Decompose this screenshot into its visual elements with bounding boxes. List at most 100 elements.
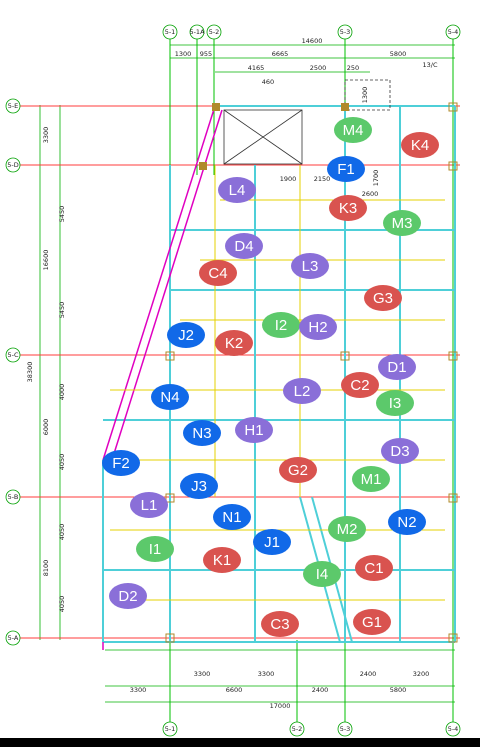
- axis-label: 5-B: [8, 493, 19, 501]
- zone-badge-label: F1: [337, 161, 355, 178]
- dimension-label: 5800: [390, 686, 407, 694]
- axis-label: 5-4: [448, 725, 459, 733]
- axis-label: 5-1: [165, 725, 176, 733]
- zone-badge-k1: K1: [203, 547, 241, 573]
- zone-badge-label: N1: [222, 509, 241, 526]
- zone-badge-c2: C2: [341, 372, 379, 398]
- axis-label: 5-2: [292, 725, 303, 733]
- zone-badge-label: D1: [387, 359, 406, 376]
- zone-badge-label: F2: [112, 455, 130, 472]
- dimension-label: 2600: [362, 190, 379, 198]
- axis-grid: [20, 32, 460, 730]
- dimension-lines: [39, 44, 455, 703]
- zone-badge-i3: I3: [376, 390, 414, 416]
- axis-bubble-left: 5-B: [5, 489, 21, 505]
- bottom-bar: [0, 738, 480, 747]
- site-boundary: [102, 105, 223, 650]
- dimension-label: 1700: [372, 170, 380, 187]
- dimension-label: 14600: [302, 37, 323, 45]
- zone-badge-l2: L2: [283, 378, 321, 404]
- dimension-label: 2400: [360, 670, 377, 678]
- zone-badge-label: C1: [364, 560, 383, 577]
- axis-bubble-top: 5-2: [206, 24, 222, 40]
- zone-badge-l3: L3: [291, 253, 329, 279]
- axis-bubble-top: 5-1A: [189, 24, 205, 40]
- zone-badge-i1: I1: [136, 536, 174, 562]
- zone-badge-label: I3: [389, 395, 402, 412]
- axis-bubble-left: 5-A: [5, 630, 21, 646]
- axis-label: 5-A: [8, 634, 19, 642]
- zone-badge-label: J3: [191, 478, 207, 495]
- zone-badge-label: N4: [160, 389, 179, 406]
- zone-badge-label: N3: [192, 425, 211, 442]
- zone-badge-g1: G1: [353, 609, 391, 635]
- dimension-label: 3300: [42, 127, 50, 144]
- dimension-label: 2150: [314, 175, 331, 183]
- axis-bubble-bottom: 5-2: [289, 721, 305, 737]
- zone-badge-m2: M2: [328, 516, 366, 542]
- dimension-label: 4050: [58, 524, 66, 541]
- zone-badge-n2: N2: [388, 509, 426, 535]
- zone-badge-m3: M3: [383, 210, 421, 236]
- zone-badge-label: C4: [208, 265, 227, 282]
- zone-badge-label: D4: [234, 238, 253, 255]
- zone-badge-n3: N3: [183, 420, 221, 446]
- axis-label: 5-C: [7, 351, 18, 359]
- zone-badge-d3: D3: [381, 438, 419, 464]
- dimension-label: 1300: [361, 87, 369, 104]
- zone-badge-h2: H2: [299, 314, 337, 340]
- dimension-label: 38300: [26, 362, 34, 383]
- axis-label: 5-3: [340, 725, 351, 733]
- zone-badge-i4: I4: [303, 561, 341, 587]
- zone-badge-n4: N4: [151, 384, 189, 410]
- zone-badge-label: L4: [229, 182, 246, 199]
- zone-badge-label: H2: [308, 319, 327, 336]
- zone-badge-label: I2: [275, 317, 288, 334]
- zone-badge-label: C2: [350, 377, 369, 394]
- dimension-label: 17000: [270, 702, 291, 710]
- zone-badge-j2: J2: [167, 322, 205, 348]
- zone-badge-label: L2: [294, 383, 311, 400]
- dimension-label: 1300: [175, 50, 192, 58]
- beam-outline: [102, 105, 456, 643]
- zone-badge-label: G2: [288, 462, 308, 479]
- dimension-label: 3300: [258, 670, 275, 678]
- axis-label: 5-E: [8, 102, 19, 110]
- shaft-opening: [223, 79, 391, 165]
- zone-badge-g2: G2: [279, 457, 317, 483]
- zone-badge-label: D2: [118, 588, 137, 605]
- zone-badge-k2: K2: [215, 330, 253, 356]
- zone-badge-h1: H1: [235, 417, 273, 443]
- zone-badge-label: M2: [337, 521, 358, 538]
- dimension-label: 955: [200, 50, 212, 58]
- axis-label: 5-3: [340, 28, 351, 36]
- axis-bubble-bottom: 5-3: [337, 721, 353, 737]
- zone-badge-label: H1: [244, 422, 263, 439]
- zone-badge-c3: C3: [261, 611, 299, 637]
- axis-label: 5-1A: [189, 28, 205, 36]
- dimension-label: 5450: [58, 302, 66, 319]
- dimension-label: 5450: [58, 206, 66, 223]
- zone-badge-m1: M1: [352, 466, 390, 492]
- zone-badge-l1: L1: [130, 492, 168, 518]
- zone-badge-label: L3: [302, 258, 319, 275]
- zone-badge-d1: D1: [378, 354, 416, 380]
- dimension-label: 8100: [42, 560, 50, 577]
- zone-badge-label: M4: [343, 122, 364, 139]
- axis-bubble-top: 5-1: [162, 24, 178, 40]
- dimension-label: 3300: [130, 686, 147, 694]
- zone-badge-label: I1: [149, 541, 162, 558]
- zone-badge-label: I4: [316, 566, 329, 583]
- dimension-label: 3200: [413, 670, 430, 678]
- dimension-label: 4165: [248, 64, 265, 72]
- zone-badge-label: K1: [213, 552, 231, 569]
- axis-label: 5-2: [209, 28, 220, 36]
- zone-badge-label: M3: [392, 215, 413, 232]
- axis-bubble-left: 5-E: [5, 98, 21, 114]
- axis-bubble-bottom: 5-1: [162, 721, 178, 737]
- zone-badge-label: D3: [390, 443, 409, 460]
- dimension-label: 250: [347, 64, 359, 72]
